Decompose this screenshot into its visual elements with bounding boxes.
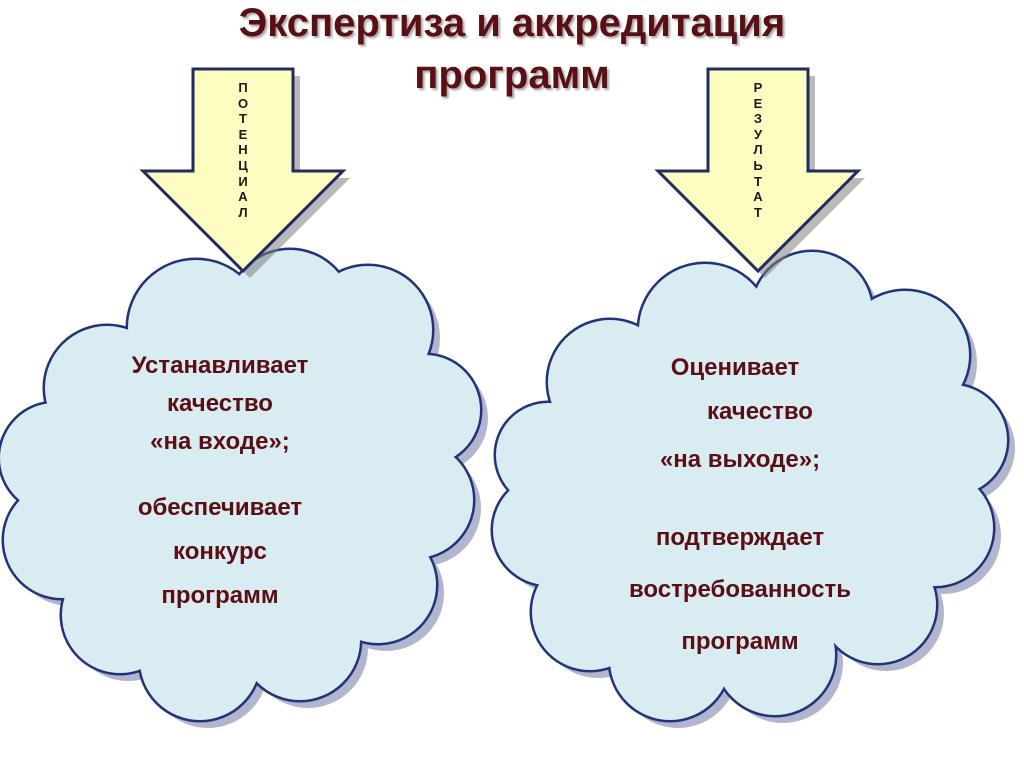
arrow-right-letter-1: Р <box>753 80 763 95</box>
cloud-left-line-2: качество <box>167 390 273 417</box>
cloud-left-line-3: «на входе»; <box>150 428 290 455</box>
arrow-left-shape <box>139 67 350 278</box>
arrow-right-letter-7: Т <box>754 173 762 189</box>
cloud-left-text: Устанавливает качество «на входе»; обесп… <box>80 344 360 618</box>
arrow-left-letter-2: О <box>237 95 249 111</box>
cloud-left-line-1: Устанавливает <box>131 352 309 379</box>
arrow-left-letter-5: Н <box>238 142 248 158</box>
page-title-line-2: программ <box>414 53 610 97</box>
cloud-right-line-3: «на выходе»; <box>659 446 821 473</box>
arrow-right-letter-9: Т <box>754 204 762 220</box>
arrow-left-letter-6: Ц <box>238 157 248 173</box>
page-title: Экспертиза и аккредитация <box>238 1 786 45</box>
arrow-right-letter-2: Е <box>753 95 763 111</box>
arrow-right-shape <box>654 67 865 278</box>
cloud-right-line-2: качество <box>707 398 813 425</box>
arrow-right-letter-3: З <box>753 111 763 127</box>
arrow-left-letter-3: Т <box>239 111 247 127</box>
cloud-right-line-6: программ <box>681 628 799 655</box>
cloud-left-line-6: программ <box>161 582 279 609</box>
arrow-right-letter-8: А <box>753 189 763 205</box>
arrow-right-letter-6: Ь <box>753 157 763 173</box>
arrow-right-letter-4: У <box>753 126 763 142</box>
cloud-left-line-5: конкурс <box>173 538 267 565</box>
cloud-right-line-5: востребованность <box>628 576 852 603</box>
cloud-right-line-1: Оценивает <box>670 354 800 381</box>
cloud-right-text: Оценивает качество «на выходе»; подтверж… <box>560 344 920 666</box>
arrow-left-letter-7: И <box>238 173 248 189</box>
cloud-right-line-4: подтверждает <box>655 524 825 551</box>
arrow-left-letter-9: Л <box>238 204 248 220</box>
arrow-left-letter-1: П <box>238 80 248 95</box>
cloud-left-line-4: обеспечивает <box>137 494 303 521</box>
arrow-left-letter-4: Е <box>238 126 248 142</box>
arrow-left-letter-8: А <box>238 189 248 205</box>
arrow-right-letter-5: Л <box>753 142 763 158</box>
